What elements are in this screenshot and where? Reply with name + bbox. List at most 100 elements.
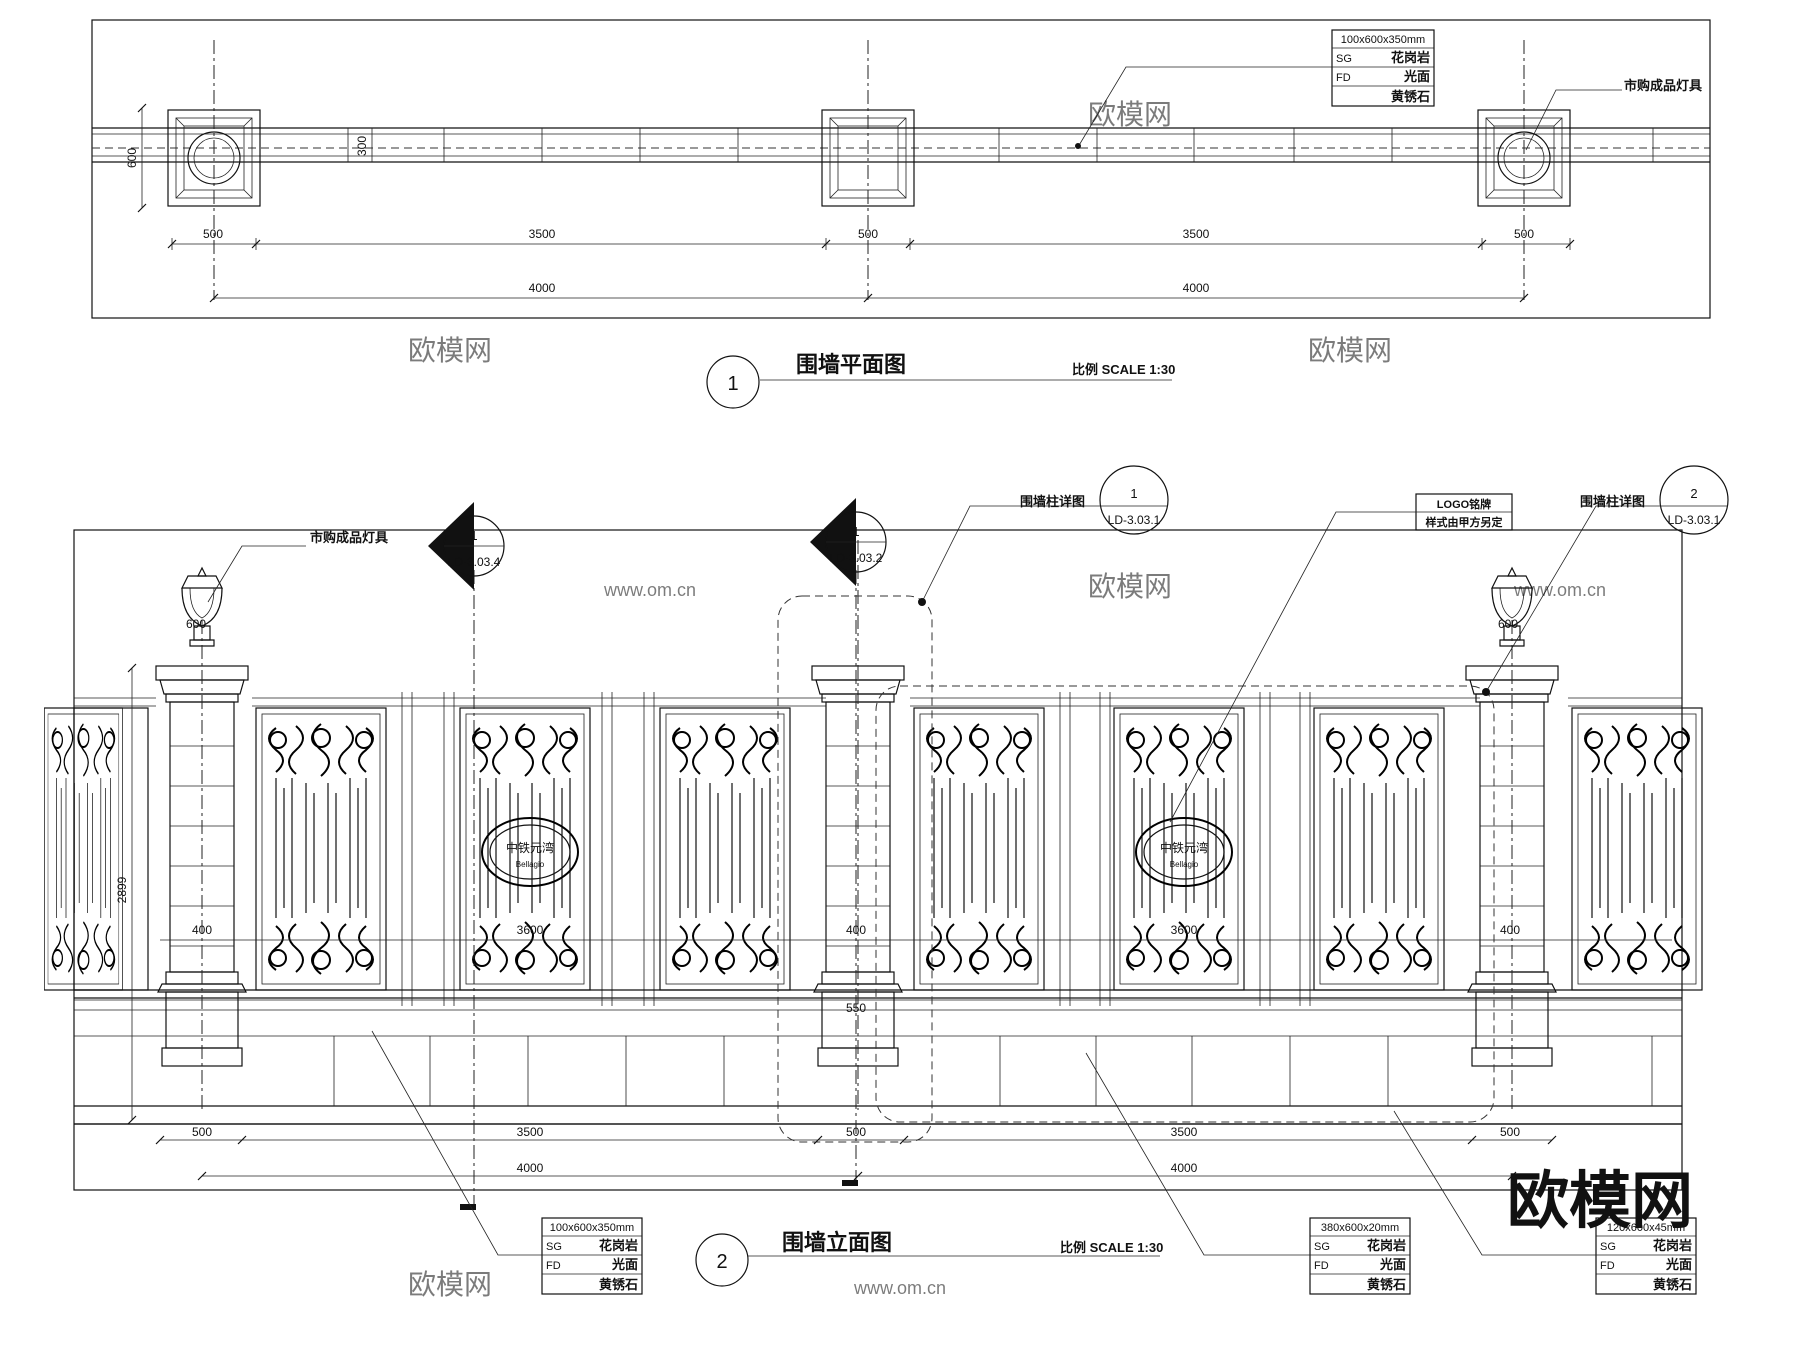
dim-pier-top-center: 400 [846,923,866,937]
logo-note-line-1: LOGO铭牌 [1437,497,1491,511]
watermark-url-3: www.om.cn [853,1278,946,1298]
plan-dim-pier-h: 600 [125,148,139,168]
section-cuts [460,570,858,1210]
plan-lamp-note: 市购成品灯具 [1525,78,1702,151]
elevation-frame [73,529,1683,1191]
mat3-code-2: FD [1600,1260,1615,1272]
watermark-faint-4: 欧模网 [1088,571,1172,602]
plan-material-table: 100x600x350mm SG 花岗岩 FD 光面 黄锈石 [1075,29,1435,149]
callout-1-num: 1 [470,528,477,543]
elevation-view: 中铁元湾 Bellagio 中铁元湾 Bellagio [43,465,1729,1295]
mat2-value-2: 光面 [1379,1257,1406,1272]
callout-section-2: 1 LD-3.03.2 [810,498,887,586]
dim-pier-center: 500 [846,1125,866,1139]
elevation-lamp-note: 市购成品灯具 [207,530,388,603]
mat2-value-3: 黄锈石 [1367,1277,1406,1292]
plan-material-code-1: SG [1336,53,1352,65]
callout-section-1: 1 LD-3.03.4 [428,502,505,590]
watermark-url-1: www.om.cn [603,580,696,600]
elevation-iron-panels [43,692,1703,1006]
watermark-logo-text: 欧模网 [1507,1167,1693,1236]
dim-panel-left: 3600 [517,923,544,937]
dim-pier-base: 550 [846,1001,866,1015]
dim-bay-left: 4000 [517,1161,544,1175]
plan-number: 1 [727,373,738,395]
mat1-code-2: FD [546,1260,561,1272]
lamp-left [181,567,223,647]
plaque-right-text: 中铁元湾 [1160,840,1208,855]
mat1-value-1: 花岗岩 [599,1238,638,1253]
plan-dim-bay-left: 4000 [529,281,556,295]
mat2-code-2: FD [1314,1260,1329,1272]
mat3-value-3: 黄锈石 [1653,1277,1692,1292]
callout-4-num: 2 [1690,486,1697,501]
dim-lamp-left: 600 [186,617,206,631]
watermark-faint-5: 欧模网 [408,1269,492,1300]
dim-lamp-right: 600 [1498,617,1518,631]
plan-frame [91,19,1711,319]
plan-dim-pier-left: 500 [203,227,223,241]
elevation-logo-plaque-left: 中铁元湾 Bellagio [481,817,579,887]
elevation-scale: 比例 SCALE 1:30 [1060,1240,1163,1255]
dim-pier-left: 500 [192,1125,212,1139]
plan-title: 围墙平面图 [796,352,906,377]
watermark-faint-1: 欧模网 [1088,99,1172,130]
callout-3-num: 1 [1130,486,1137,501]
callout-2-ref: LD-3.03.2 [830,551,883,565]
dim-pier-right: 500 [1500,1125,1520,1139]
elevation-number: 2 [716,1251,727,1273]
mat2-value-1: 花岗岩 [1367,1238,1406,1253]
elevation-logo-plaque-right: 中铁元湾 Bellagio [1135,817,1233,887]
elevation-lamp-note-text: 市购成品灯具 [310,530,388,545]
callout-column-detail-2: 2 LD-3.03.1 围墙柱详图 [1482,465,1729,696]
watermark-url-2: www.om.cn [1513,580,1606,600]
plaque-left-sub: Bellagio [516,860,545,869]
mat3-size: 120x600x45mm [1607,1222,1685,1234]
dim-span-left: 3500 [517,1125,544,1139]
mat3-value-2: 光面 [1665,1257,1692,1272]
dim-panel-right: 3600 [1171,923,1198,937]
callout-2-num: 1 [852,524,859,539]
mat2-code-1: SG [1314,1241,1330,1253]
mat1-value-3: 黄锈石 [599,1277,638,1292]
dim-height: 2899 [115,876,129,903]
detail-boundary-2 [875,685,1495,1123]
plan-dim-pier-right: 500 [1514,227,1534,241]
watermark-faint-2: 欧模网 [408,335,492,366]
elevation-title-block: 2 围墙立面图 比例 SCALE 1:30 [695,1230,1163,1287]
mat3-code-1: SG [1600,1241,1616,1253]
elevation-logo-note: LOGO铭牌 样式由甲方另定 [1169,493,1513,823]
callout-4-ref: LD-3.03.1 [1668,513,1721,527]
watermark: 欧模网 欧模网 欧模网 欧模网 欧模网 www.om.cn www.om.cn … [408,99,1693,1300]
callout-column-detail-1: 1 LD-3.03.1 围墙柱详图 [918,465,1169,606]
dim-bay-right: 4000 [1171,1161,1198,1175]
plan-scale: 比例 SCALE 1:30 [1072,362,1175,377]
elevation-material-table-2: 380x600x20mm SG 花岗岩 FD 光面 黄锈石 [1085,1052,1411,1295]
plan-dim-span-right: 3500 [1183,227,1210,241]
plan-view: 500 3500 500 3500 500 4000 4000 600 300 … [91,19,1711,409]
plan-dim-pier-center: 500 [858,227,878,241]
plaque-left-text: 中铁元湾 [506,840,554,855]
column-detail-label-1: 围墙柱详图 [1020,494,1085,509]
elevation-material-table-3: 120x600x45mm SG 花岗岩 FD 光面 黄锈石 [1393,1110,1697,1295]
mat1-size: 100x600x350mm [550,1222,634,1234]
elevation-dimensions: 600 600 2899 400 400 400 3600 3600 550 5… [115,617,1672,1181]
plan-dim-span-left: 3500 [529,227,556,241]
dim-pier-top-left: 400 [192,923,212,937]
plan-dim-bay-right: 4000 [1183,281,1210,295]
callout-1-ref: LD-3.03.4 [448,555,501,569]
column-detail-label-2: 围墙柱详图 [1580,494,1645,509]
plaque-right-sub: Bellagio [1170,860,1199,869]
elevation-base-wall [74,697,1682,1125]
dim-span-right: 3500 [1171,1125,1198,1139]
plan-material-value-2: 光面 [1403,69,1430,84]
callout-3-ref: LD-3.03.1 [1108,513,1161,527]
mat1-code-1: SG [546,1241,562,1253]
detail-boundary-1 [777,595,933,1143]
dim-pier-top-right: 400 [1500,923,1520,937]
mat1-value-2: 光面 [611,1257,638,1272]
logo-note-line-2: 样式由甲方另定 [1426,515,1503,529]
plan-wall [92,127,1710,163]
plan-dim-wall-h: 300 [355,136,369,156]
